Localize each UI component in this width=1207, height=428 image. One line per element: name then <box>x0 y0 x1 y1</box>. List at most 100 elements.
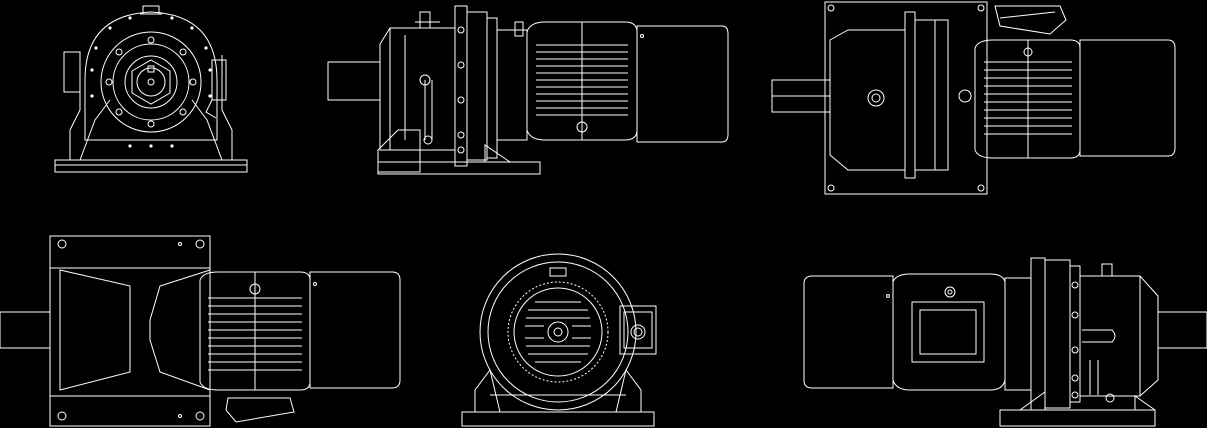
adapter-ring <box>515 22 523 36</box>
inspection-port <box>959 90 971 102</box>
housing-dot <box>170 16 174 20</box>
shaft-key <box>148 66 154 72</box>
adapter <box>1005 278 1031 390</box>
flange-1 <box>455 6 467 166</box>
view-front-end <box>55 6 247 172</box>
base-rib <box>1020 392 1045 410</box>
fan-cover <box>310 272 400 388</box>
reducer-housing <box>60 270 130 390</box>
mount-hole <box>196 240 204 248</box>
flange-2 <box>467 12 487 160</box>
view-motor-rear-end <box>462 254 656 426</box>
motor-drain <box>250 284 260 294</box>
flange-1 <box>1031 258 1045 410</box>
terminal-box <box>912 302 984 362</box>
housing-dot <box>128 144 132 148</box>
fan-cover-dot <box>887 295 890 298</box>
fan-cover-ring <box>508 282 608 382</box>
base-plate <box>1000 410 1155 426</box>
motor-ring-2 <box>488 262 628 402</box>
housing-flange <box>905 12 915 178</box>
torque-arm-link <box>1090 360 1098 395</box>
pedestal-right <box>616 370 641 412</box>
housing-dot <box>190 26 194 30</box>
motor-body <box>893 274 1005 390</box>
housing-dot <box>108 26 112 30</box>
shaft-center <box>148 79 154 85</box>
reducer-housing <box>1080 276 1158 396</box>
fan-cover-inner <box>514 288 602 376</box>
flange-bolt <box>458 97 464 103</box>
side-cover <box>64 52 80 92</box>
base-rib <box>485 145 510 162</box>
housing-dot <box>90 94 94 98</box>
output-boss-inner <box>872 94 880 102</box>
housing-dot <box>94 46 98 50</box>
housing-dot <box>170 144 174 148</box>
flange-bolt <box>180 109 186 115</box>
flange-bolt <box>458 132 464 138</box>
housing-dot <box>128 16 132 20</box>
flange-bolt <box>458 62 464 68</box>
housing-flange-2 <box>915 20 948 170</box>
flange-3 <box>1070 266 1080 402</box>
mount-dot <box>179 415 182 418</box>
output-shaft-collar <box>125 56 177 108</box>
lifting-eye <box>550 268 566 276</box>
lifting-lug <box>1102 264 1112 276</box>
motor-lug <box>945 287 955 297</box>
flange-bolt <box>458 27 464 33</box>
fan-cover-dot <box>314 283 317 286</box>
flange-bolt <box>106 79 112 85</box>
terminal-box <box>226 398 294 422</box>
fan-cover <box>637 26 728 142</box>
output-shaft <box>1158 312 1207 348</box>
housing-inner-ring <box>113 44 189 120</box>
housing-dot <box>208 94 212 98</box>
flange-bolt <box>458 147 464 153</box>
fan-hub <box>548 322 568 342</box>
flange-bolt <box>1072 347 1078 353</box>
base-plate <box>462 412 654 426</box>
flange-bolt <box>1072 375 1078 381</box>
flange-bolt <box>116 49 122 55</box>
fan-grille <box>525 302 591 362</box>
view-side-elevation <box>328 6 728 174</box>
flange-bolt <box>148 121 154 127</box>
base-plate <box>378 162 540 174</box>
fan-cover <box>804 276 893 388</box>
pivot <box>1106 394 1114 402</box>
mount-hole <box>978 5 984 11</box>
terminal-box-lid <box>920 310 976 354</box>
fan-cover <box>1080 40 1175 156</box>
flange-bolt <box>180 49 186 55</box>
mount-hole <box>196 412 204 420</box>
cable-gland <box>631 325 645 339</box>
housing-dot <box>149 144 153 148</box>
output-boss <box>868 90 884 106</box>
mount-hole <box>978 185 984 191</box>
flange-bolts <box>106 37 196 127</box>
output-shaft-hex <box>132 60 170 104</box>
view-top-plan <box>772 2 1175 194</box>
mount-hole <box>58 412 66 420</box>
flange-bolts <box>1072 282 1078 398</box>
flange-bolt <box>148 37 154 43</box>
terminal-box <box>620 306 656 354</box>
terminal-box <box>995 6 1066 34</box>
output-shaft <box>137 68 165 96</box>
reducer-housing <box>830 30 905 170</box>
base-plate <box>825 2 987 194</box>
housing-dot <box>208 68 212 72</box>
motor-drain <box>577 122 587 132</box>
adapter <box>497 30 527 140</box>
flange-bolt <box>1072 392 1078 398</box>
gear-housing <box>85 12 217 140</box>
mount-hole <box>58 240 66 248</box>
base-plate <box>55 160 247 172</box>
base-foot <box>378 130 420 172</box>
flange-bolt <box>1072 312 1078 318</box>
reducer-housing-2 <box>150 270 210 390</box>
pivot <box>424 136 432 144</box>
